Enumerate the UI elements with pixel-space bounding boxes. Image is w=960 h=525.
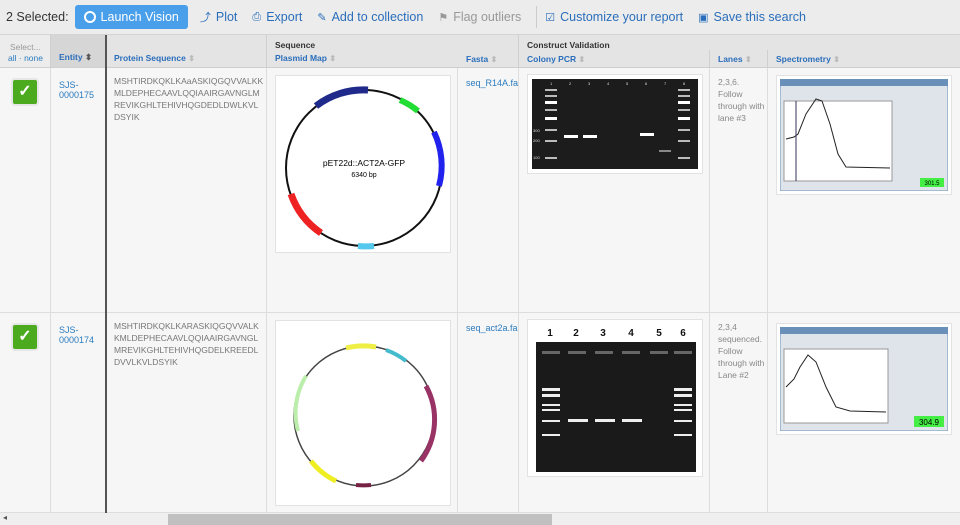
lanes-note: 2,3,6. Follow through with lane #3 xyxy=(718,77,765,123)
protein-sequence: MSHTIRDKQKLKARASKIQGQVVALKKMLDEPHECAAVLQ… xyxy=(114,321,259,367)
svg-text:5: 5 xyxy=(626,81,629,86)
gel-image[interactable]: 1 2 3 4 5 6 7 8 300 200 100 xyxy=(527,74,703,174)
export-icon: ⎙ xyxy=(252,10,262,23)
select-header: Select... all · none xyxy=(0,35,51,67)
svg-text:2: 2 xyxy=(569,81,572,86)
flag-outliers-button[interactable]: ⚑ Flag outliers xyxy=(438,10,521,24)
svg-text:1: 1 xyxy=(550,81,553,86)
svg-text:300: 300 xyxy=(533,128,540,133)
save-icon: ▣ xyxy=(698,11,709,24)
plot-label: Plot xyxy=(215,10,238,24)
svg-text:6: 6 xyxy=(680,328,686,339)
svg-text:3: 3 xyxy=(588,81,591,86)
sort-icon: ⬍ xyxy=(329,54,337,63)
col-fasta[interactable]: Fasta ⬍ xyxy=(458,50,519,68)
edit-icon: ☑ xyxy=(545,11,556,24)
col-pcr[interactable]: Colony PCR ⬍ xyxy=(519,50,710,68)
export-button[interactable]: ⎙ Export xyxy=(252,10,302,24)
spec-value: 301.5 xyxy=(924,181,940,187)
svg-text:5: 5 xyxy=(656,328,662,339)
horizontal-scrollbar[interactable]: ◂ xyxy=(0,513,960,525)
fasta-link[interactable]: seq_act2a.fa xyxy=(466,323,518,333)
table-row: ✓ SJS-0000175 MSHTIRDKQKLKAaASKIQGQVVALK… xyxy=(0,68,960,313)
vision-icon xyxy=(83,11,96,23)
scrollbar-thumb[interactable] xyxy=(168,514,552,525)
sort-icon: ⬍ xyxy=(578,55,586,64)
plasmid-map[interactable] xyxy=(275,320,451,506)
sort-icon: ⬍ xyxy=(188,54,195,63)
sort-icon: ⬍ xyxy=(744,55,752,64)
scroll-left-icon[interactable]: ◂ xyxy=(3,513,8,522)
customize-report-button[interactable]: ☑ Customize your report xyxy=(545,10,683,24)
frozen-column-divider xyxy=(105,35,107,513)
row-checkbox[interactable]: ✓ xyxy=(13,325,37,349)
col-entity[interactable]: Entity ⬍ xyxy=(51,35,106,67)
launch-vision-button[interactable]: Launch Vision xyxy=(74,5,188,29)
svg-text:7: 7 xyxy=(664,81,667,86)
svg-text:6: 6 xyxy=(645,81,648,86)
gel-image[interactable]: 1 2 3 4 5 6 xyxy=(527,319,703,477)
spectrometry-header: Spectrometry xyxy=(776,54,831,64)
divider xyxy=(536,6,538,28)
launch-label: Launch Vision xyxy=(100,10,179,24)
select-all-link[interactable]: all xyxy=(8,53,17,63)
entity-link[interactable]: SJS-0000174 xyxy=(59,325,95,345)
plasmid-map[interactable]: pET22d::ACT2A-GFP 6340 bp xyxy=(275,75,451,253)
table-header: Select... all · none Entity ⬍ Protein Se… xyxy=(0,35,960,68)
lanes-note: 2,3,4 sequenced. Follow through with Lan… xyxy=(718,322,765,380)
select-none-link[interactable]: none xyxy=(24,53,43,63)
svg-text:4: 4 xyxy=(628,328,634,339)
svg-text:4: 4 xyxy=(607,81,610,86)
svg-text:8: 8 xyxy=(683,81,686,86)
customize-label: Customize your report xyxy=(560,10,684,24)
entity-link[interactable]: SJS-0000175 xyxy=(59,80,95,100)
toolbar: 2 Selected: Launch Vision ⤴Plot ⎙Export … xyxy=(0,0,960,35)
table-row: ✓ SJS-0000174 MSHTIRDKQKLKARASKIQGQVVALK… xyxy=(0,313,960,513)
save-label: Save this search xyxy=(713,10,806,24)
fasta-header: Fasta xyxy=(466,54,489,64)
fasta-link[interactable]: seq_R14A.fa xyxy=(466,78,519,88)
save-search-button[interactable]: ▣ Save this search xyxy=(698,10,806,24)
lanes-header: Lanes xyxy=(718,54,743,64)
spectrometry-image[interactable]: 304.9 xyxy=(776,323,952,435)
plasmid-header: Plasmid Map xyxy=(275,53,327,63)
flag-label: Flag outliers xyxy=(453,10,522,24)
select-label: Select... xyxy=(10,42,41,52)
tag-icon: ✎ xyxy=(317,11,327,24)
export-label: Export xyxy=(266,10,303,24)
svg-text:200: 200 xyxy=(533,138,540,143)
pcr-header: Colony PCR xyxy=(527,54,577,64)
sort-desc-icon: ⬍ xyxy=(85,52,93,62)
sort-icon: ⬍ xyxy=(833,55,840,64)
svg-text:3: 3 xyxy=(600,328,606,339)
svg-text:2: 2 xyxy=(573,328,579,339)
protein-header: Protein Sequence xyxy=(114,53,186,63)
spec-value: 304.9 xyxy=(919,418,940,427)
plot-button[interactable]: ⤴ Plot xyxy=(200,9,238,25)
entity-header: Entity xyxy=(59,52,83,62)
svg-text:1: 1 xyxy=(547,328,553,339)
col-protein[interactable]: Protein Sequence ⬍ xyxy=(106,35,267,67)
add-to-collection-button[interactable]: ✎ Add to collection xyxy=(317,10,423,24)
plasmid-name: pET22d::ACT2A-GFP xyxy=(323,158,406,168)
flag-icon: ⚑ xyxy=(438,11,449,24)
row-checkbox[interactable]: ✓ xyxy=(13,80,37,104)
group-construct-validation: Construct Validation xyxy=(527,40,610,50)
spectrometry-image[interactable]: 301.5 xyxy=(776,75,952,195)
col-lanes[interactable]: Lanes ⬍ xyxy=(710,50,768,68)
selected-count: 2 Selected: xyxy=(6,10,69,24)
plot-icon: ⤴ xyxy=(199,12,211,24)
plasmid-size: 6340 bp xyxy=(351,172,376,179)
svg-text:100: 100 xyxy=(533,155,540,160)
sort-icon: ⬍ xyxy=(490,55,498,64)
col-plasmid[interactable]: Plasmid Map ⬍ xyxy=(267,35,458,67)
add-label: Add to collection xyxy=(331,10,424,24)
col-spectrometry[interactable]: Spectrometry ⬍ xyxy=(768,50,960,68)
protein-sequence: MSHTIRDKQKLKAaASKIQGQVVALKKMLDEPHECAAVLQ… xyxy=(114,76,264,122)
group-sequence: Sequence xyxy=(275,40,316,50)
